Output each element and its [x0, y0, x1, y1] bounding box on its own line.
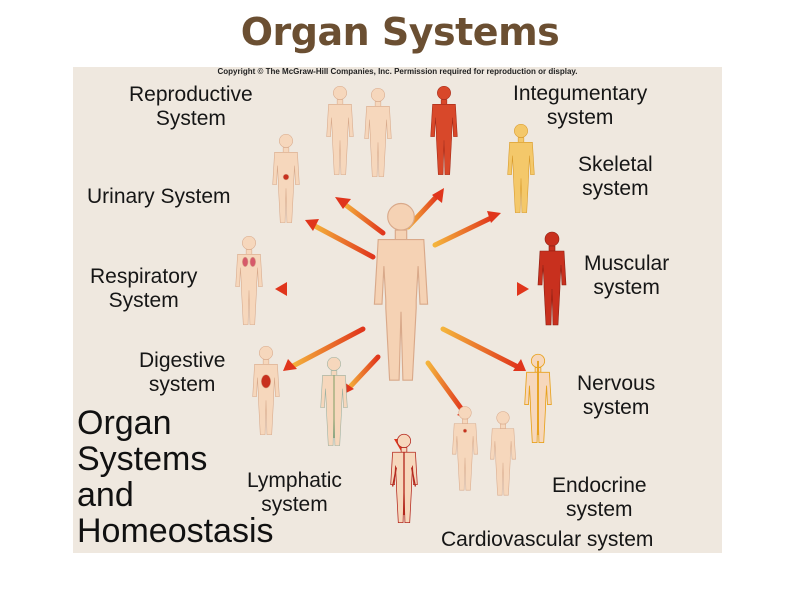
reproductive-figure — [272, 133, 300, 224]
reproductive-female-figure — [364, 87, 392, 178]
arrow-to-digestive — [288, 326, 366, 370]
label-nervous: Nervous system — [577, 372, 656, 419]
label-endocrine: Endocrine system — [552, 474, 647, 521]
label-urinary: Urinary System — [87, 185, 231, 208]
label-respiratory: Respiratory System — [90, 265, 198, 312]
arrow-to-endocrine — [425, 360, 466, 414]
copyright-notice: Copyright © The McGraw-Hill Companies, I… — [217, 67, 578, 76]
endocrine-figure — [451, 406, 479, 491]
nervous-figure — [524, 353, 552, 444]
respiratory-figure — [235, 235, 263, 326]
label-muscular: Muscular system — [584, 252, 670, 299]
endocrine-figure-2 — [489, 411, 517, 496]
label-reproductive: Reproductive System — [129, 83, 253, 130]
figure-caption: Organ Systems and Homeostasis — [77, 404, 274, 550]
diagram-panel: Copyright © The McGraw-Hill Companies, I… — [73, 67, 722, 553]
arrow-to-skeletal — [432, 214, 496, 248]
label-digestive: Digestive system — [139, 349, 226, 396]
lymphatic-figure — [320, 356, 348, 447]
arrow-to-lymphatic — [345, 354, 381, 392]
muscular-figure — [537, 231, 567, 326]
label-skeletal: Skeletal system — [578, 153, 653, 200]
label-lymphatic: Lymphatic system — [247, 469, 342, 516]
arrow-to-nervous — [440, 326, 521, 370]
reproductive-male-figure — [326, 85, 354, 176]
cardiovascular-figure — [390, 433, 418, 524]
arrow-to-urinary — [310, 222, 376, 260]
skeletal-figure — [507, 123, 535, 214]
organ-systems-figure — [235, 85, 567, 524]
digestive-figure — [252, 345, 280, 436]
label-integumentary: Integumentary system — [513, 82, 648, 129]
slide-title: Organ Systems — [240, 10, 560, 54]
label-cardiovascular: Cardiovascular system — [441, 528, 654, 551]
arrow-to-reproductive — [340, 200, 386, 236]
integumentary-figure — [430, 85, 458, 176]
